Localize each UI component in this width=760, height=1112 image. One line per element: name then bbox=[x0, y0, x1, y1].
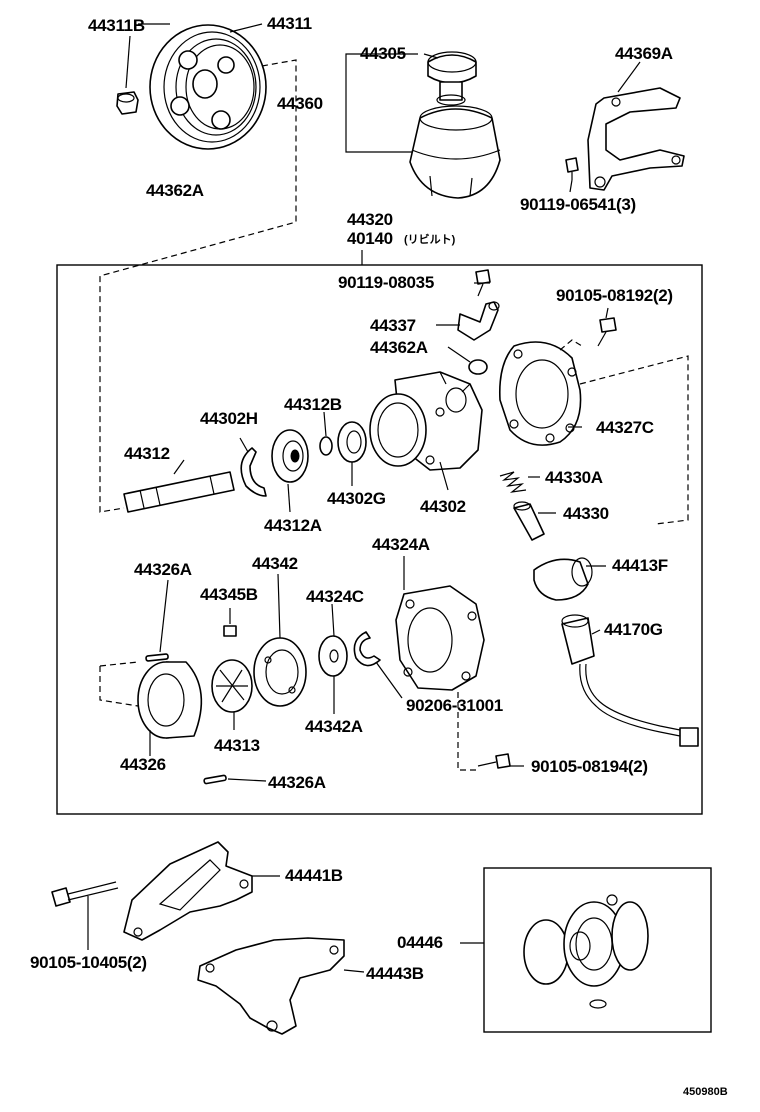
rotor-44313 bbox=[211, 659, 253, 713]
snap-ring-44302H bbox=[240, 447, 267, 497]
cam-ring-44326 bbox=[137, 661, 203, 739]
o-ring-44362A bbox=[468, 359, 488, 375]
pin-44326A-bottom bbox=[203, 774, 227, 785]
label-44312A: 44312A bbox=[264, 516, 322, 535]
label-44320: 44320 bbox=[347, 210, 393, 229]
snap-ring-90206-31001 bbox=[353, 631, 381, 667]
side-plate-44342 bbox=[253, 637, 307, 707]
label-44326A-bottom: 44326A bbox=[268, 773, 326, 792]
label-44170G: 44170G bbox=[604, 620, 663, 639]
label-44369A: 44369A bbox=[615, 44, 673, 63]
label-40140-note: (リビルト) bbox=[404, 232, 456, 246]
washer-44342A bbox=[318, 635, 348, 677]
label-04446: 04446 bbox=[397, 933, 443, 952]
vane-44345B bbox=[223, 625, 237, 637]
label-90105-08194: 90105-08194(2) bbox=[531, 757, 648, 776]
bolt-90119-08035 bbox=[475, 269, 491, 297]
gasket-44327C bbox=[498, 341, 582, 446]
label-44312B: 44312B bbox=[284, 395, 342, 414]
union-44337 bbox=[457, 301, 500, 341]
label-44326A-top: 44326A bbox=[134, 560, 192, 579]
label-44441B: 44441B bbox=[285, 866, 343, 885]
spring-44330A bbox=[499, 471, 527, 493]
bracket-44443B bbox=[197, 937, 345, 1035]
label-44313: 44313 bbox=[214, 736, 260, 755]
label-44413F: 44413F bbox=[612, 556, 668, 575]
label-44327C: 44327C bbox=[596, 418, 654, 437]
label-44324C: 44324C bbox=[306, 587, 364, 606]
valve-44330 bbox=[513, 501, 545, 541]
label-44342: 44342 bbox=[252, 554, 298, 573]
label-44302G: 44302G bbox=[327, 489, 386, 508]
bolt-90105-10405 bbox=[51, 881, 119, 907]
pin-44326A-top bbox=[145, 653, 169, 662]
label-90105-08192: 90105-08192(2) bbox=[556, 286, 673, 305]
bracket-44369A bbox=[587, 87, 685, 191]
repair-kit-04446 bbox=[523, 894, 649, 1009]
label-44360: 44360 bbox=[277, 94, 323, 113]
bearing-44312A bbox=[271, 429, 309, 483]
label-44330A: 44330A bbox=[545, 468, 603, 487]
label-44330: 44330 bbox=[563, 504, 609, 523]
label-44443B: 44443B bbox=[366, 964, 424, 983]
nut-44311B bbox=[116, 91, 139, 115]
pulley-44311 bbox=[149, 24, 267, 150]
pump-assembly-box bbox=[56, 264, 703, 815]
label-44302: 44302 bbox=[420, 497, 466, 516]
label-90206-31001: 90206-31001 bbox=[406, 696, 503, 715]
ring-44312B bbox=[319, 436, 333, 456]
bolt-90105-08192 bbox=[597, 317, 617, 347]
bolt-90105-08194 bbox=[477, 753, 511, 769]
label-44324A: 44324A bbox=[372, 535, 430, 554]
bolt-90119-06541 bbox=[565, 157, 579, 180]
pump-body-44302 bbox=[369, 371, 483, 471]
label-44342A: 44342A bbox=[305, 717, 363, 736]
label-90119-08035: 90119-08035 bbox=[338, 273, 434, 292]
label-44311B: 44311B bbox=[88, 16, 145, 35]
reservoir-cap-44305 bbox=[427, 51, 477, 106]
label-44362A: 44362A bbox=[370, 338, 428, 357]
label-44302H: 44302H bbox=[200, 409, 258, 428]
leader-lines bbox=[87, 23, 641, 973]
label-44337: 44337 bbox=[370, 316, 416, 335]
label-90119-06541: 90119-06541(3) bbox=[520, 195, 636, 214]
reservoir-tank-44360 bbox=[409, 105, 501, 199]
repair-kit-box bbox=[483, 867, 712, 1033]
union-44413F bbox=[533, 557, 593, 601]
shaft-44312 bbox=[123, 471, 235, 513]
alignment-lines bbox=[99, 59, 689, 771]
bracket-44441B bbox=[123, 841, 253, 941]
bearing-44302G bbox=[337, 421, 367, 463]
label-44326: 44326 bbox=[120, 755, 166, 774]
label-44362A-top: 44362A bbox=[146, 181, 204, 200]
label-44305: 44305 bbox=[360, 44, 406, 63]
label-44311: 44311 bbox=[267, 14, 312, 33]
figure-id: 450980B bbox=[683, 1086, 728, 1098]
rear-housing-44324A bbox=[395, 585, 485, 691]
label-90105-10405: 90105-10405(2) bbox=[30, 953, 147, 972]
label-44312: 44312 bbox=[124, 444, 170, 463]
label-40140: 40140 bbox=[347, 229, 393, 248]
pressure-switch-44170G bbox=[561, 614, 699, 747]
label-44345B: 44345B bbox=[200, 585, 258, 604]
